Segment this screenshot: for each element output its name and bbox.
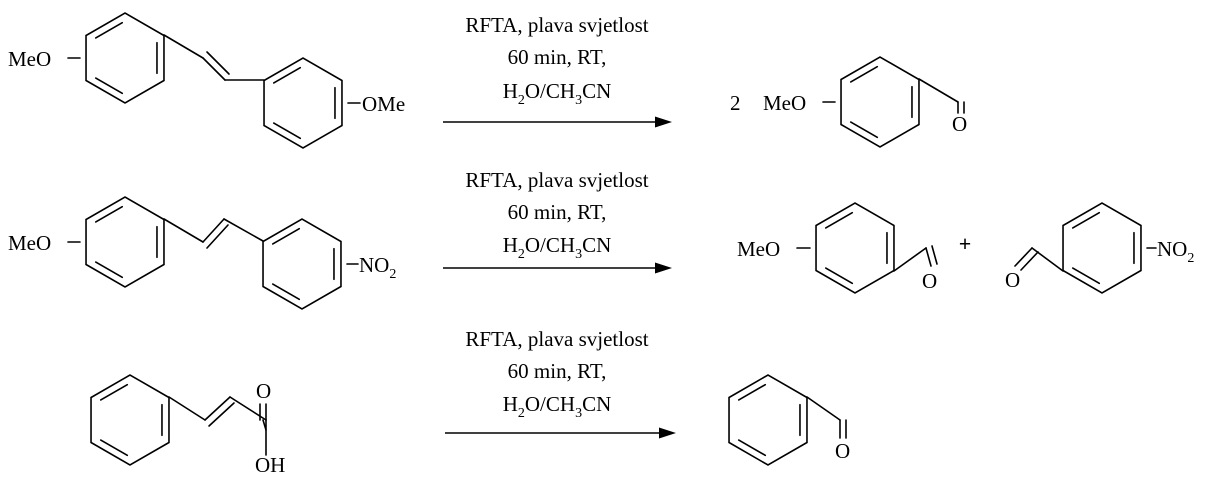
conditions-line-1: RFTA, plava svjetlost	[465, 168, 648, 192]
reaction-2-product-2: O NO2	[1005, 202, 1194, 294]
methoxy-label: MeO	[763, 91, 806, 115]
reaction-2: MeO NO2 RFTA, plava svjetlost 60 min, RT…	[8, 168, 1194, 310]
hydroxyl-label: OH	[255, 453, 285, 477]
benzene-ring	[85, 12, 165, 104]
methoxy-label: OMe	[362, 92, 405, 116]
reaction-3: O OH RFTA, plava svjetlost 60 min, RT, H…	[90, 327, 850, 477]
reaction-1-product: 2 MeO O	[730, 56, 967, 148]
conditions-line-1: RFTA, plava svjetlost	[465, 13, 648, 37]
solvent-label: H2O/CH3CN	[503, 79, 612, 108]
carbonyl-oxygen: O	[922, 269, 937, 293]
methoxy-label: MeO	[737, 237, 780, 261]
benzene-ring	[815, 202, 895, 294]
reaction-3-reactant: O OH	[90, 374, 285, 477]
benzene-ring	[262, 218, 342, 310]
reaction-3-conditions: RFTA, plava svjetlost 60 min, RT, H2O/CH…	[445, 327, 676, 439]
reaction-2-conditions: RFTA, plava svjetlost 60 min, RT, H2O/CH…	[443, 168, 672, 274]
reaction-1-reactant: MeO OMe	[8, 12, 405, 149]
reaction-2-reactant: MeO NO2	[8, 196, 396, 310]
benzene-ring	[85, 196, 165, 288]
conditions-line-2: 60 min, RT,	[508, 359, 607, 383]
conditions-line-2: 60 min, RT,	[508, 45, 607, 69]
carbonyl-oxygen: O	[1005, 268, 1020, 292]
arrow-head	[655, 262, 672, 274]
carbonyl-oxygen: O	[952, 112, 967, 136]
conditions-line-1: RFTA, plava svjetlost	[465, 327, 648, 351]
conditions-line-2: 60 min, RT,	[508, 200, 607, 224]
solvent-label: H2O/CH3CN	[503, 392, 612, 421]
nitro-label: NO2	[359, 253, 396, 282]
reaction-2-product-1: MeO O	[737, 202, 938, 294]
methoxy-label: MeO	[8, 231, 51, 255]
nitro-label: NO2	[1157, 237, 1194, 266]
benzene-ring	[263, 57, 343, 149]
stoichiometric-coefficient: 2	[730, 91, 741, 115]
reaction-1-conditions: RFTA, plava svjetlost 60 min, RT, H2O/CH…	[443, 13, 672, 128]
carbonyl-oxygen: O	[256, 379, 271, 403]
benzene-ring	[90, 374, 170, 466]
methoxy-label: MeO	[8, 47, 51, 71]
benzene-ring	[1062, 202, 1142, 294]
reaction-3-product: O	[728, 374, 850, 466]
arrow-head	[655, 116, 672, 128]
benzene-ring	[840, 56, 920, 148]
carbonyl-oxygen: O	[835, 439, 850, 463]
reaction-1: MeO OMe RFTA, plava svjetlost 60 min, RT…	[8, 12, 967, 149]
benzene-ring	[728, 374, 808, 466]
arrow-head	[659, 427, 676, 439]
solvent-label: H2O/CH3CN	[503, 233, 612, 262]
plus-sign: +	[959, 231, 972, 256]
